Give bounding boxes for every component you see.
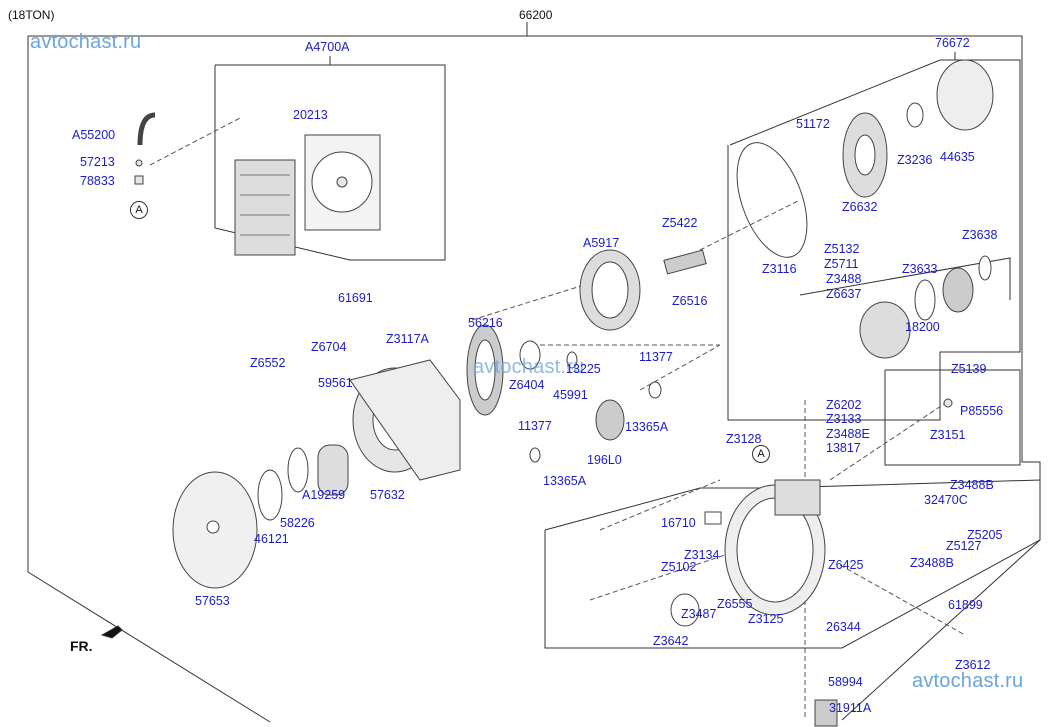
part-number-label[interactable]: Z6404 (509, 378, 545, 392)
part-number-label[interactable]: Z3133 (826, 412, 862, 426)
part-number-label[interactable]: 56216 (468, 316, 503, 330)
part-number-label[interactable]: Z5127 (946, 539, 982, 553)
assembly-number: 66200 (519, 8, 553, 22)
part-number-label[interactable]: A5917 (583, 236, 620, 250)
part-number-label[interactable]: Z3128 (726, 432, 762, 446)
part-number-label[interactable]: Z6704 (311, 340, 347, 354)
part-number-label[interactable]: Z3117A (386, 332, 429, 346)
part-number-label[interactable]: Z6552 (250, 356, 286, 370)
part-number-label[interactable]: Z3488E (826, 427, 870, 441)
part-number-label[interactable]: 57632 (370, 488, 405, 502)
part-number-label[interactable]: Z3612 (955, 658, 991, 672)
part-number-label[interactable]: 78833 (80, 174, 115, 188)
ref-marker-a: A (752, 445, 770, 463)
part-number-label[interactable]: Z6202 (826, 398, 862, 412)
part-number-label[interactable]: 45991 (553, 388, 588, 402)
part-number-label[interactable]: Z5205 (967, 528, 1003, 542)
part-number-label[interactable]: A19259 (302, 488, 346, 502)
front-arrow-icon (100, 625, 123, 639)
housing-box (544, 479, 1041, 649)
part-number-label[interactable]: Z3633 (902, 262, 938, 276)
part-number-label[interactable]: Z6555 (717, 597, 753, 611)
part-number-label[interactable]: 31911A (829, 701, 872, 715)
part-number-label[interactable]: Z3487 (681, 607, 717, 621)
part-number-label[interactable]: 51172 (796, 117, 830, 131)
part-number-label[interactable]: 13817 (826, 441, 861, 455)
part-number-label[interactable]: 61691 (338, 291, 373, 305)
part-number-label[interactable]: 46121 (254, 532, 289, 546)
part-number-label[interactable]: 11377 (518, 419, 552, 433)
part-number-label[interactable]: 13365A (625, 420, 669, 434)
part-number-label[interactable]: Z5711 (824, 257, 859, 271)
part-number-label[interactable]: 32470C (924, 493, 968, 507)
outer-frame (28, 35, 1041, 721)
part-number-label[interactable]: Z5102 (661, 560, 697, 574)
part-number-label[interactable]: Z6425 (828, 558, 864, 572)
part-number-label[interactable]: Z3151 (930, 428, 966, 442)
part-number-label[interactable]: 11377 (639, 350, 673, 364)
part-number-label[interactable]: Z3488B (910, 556, 954, 570)
part-number-label[interactable]: Z6516 (672, 294, 708, 308)
motor-box (727, 59, 1021, 421)
part-number-label[interactable]: Z3642 (653, 634, 689, 648)
part-number-label[interactable]: 58226 (280, 516, 315, 530)
part-number-label[interactable]: Z3116 (762, 262, 797, 276)
part-number-label[interactable]: 196L0 (587, 453, 622, 467)
part-number-label[interactable]: Z3134 (684, 548, 720, 562)
part-number-label[interactable]: Z3125 (748, 612, 784, 626)
part-number-label[interactable]: 18200 (905, 320, 940, 334)
part-number-label[interactable]: 59561 (318, 376, 353, 390)
part-number-label[interactable]: 57653 (195, 594, 230, 608)
part-number-label[interactable]: 20213 (293, 108, 328, 122)
part-number-label[interactable]: 76672 (935, 36, 970, 50)
part-number-label[interactable]: A55200 (72, 128, 116, 142)
part-number-label[interactable]: 13225 (566, 362, 601, 376)
part-number-label[interactable]: 58994 (828, 675, 863, 689)
part-number-label[interactable]: Z3638 (962, 228, 998, 242)
model-label: (18TON) (8, 8, 55, 22)
part-number-label[interactable]: Z6637 (826, 287, 862, 301)
watermark: avtochast.ru (473, 356, 585, 378)
part-number-label[interactable]: 44635 (940, 150, 975, 164)
part-number-label[interactable]: Z3488 (826, 272, 862, 286)
part-number-label[interactable]: Z3236 (897, 153, 933, 167)
part-number-label[interactable]: 61899 (948, 598, 983, 612)
direction-label: FR. (70, 638, 93, 654)
part-number-label[interactable]: Z5132 (824, 242, 860, 256)
part-number-label[interactable]: P85556 (960, 404, 1004, 418)
part-number-label[interactable]: Z5422 (662, 216, 698, 230)
part-number-label[interactable]: 57213 (80, 155, 115, 169)
part-number-label[interactable]: Z6632 (842, 200, 878, 214)
part-number-label[interactable]: Z3488B (950, 478, 994, 492)
part-number-label[interactable]: 16710 (661, 516, 696, 530)
ref-marker-a: A (130, 201, 148, 219)
watermark: avtochast.ru (912, 670, 1024, 692)
part-number-label[interactable]: 26344 (826, 620, 861, 634)
part-number-label[interactable]: Z5139 (951, 362, 987, 376)
watermark: avtochast.ru (30, 31, 142, 53)
part-number-label[interactable]: 13365A (543, 474, 587, 488)
part-number-label[interactable]: A4700A (305, 40, 350, 54)
cooler-box (214, 64, 446, 261)
